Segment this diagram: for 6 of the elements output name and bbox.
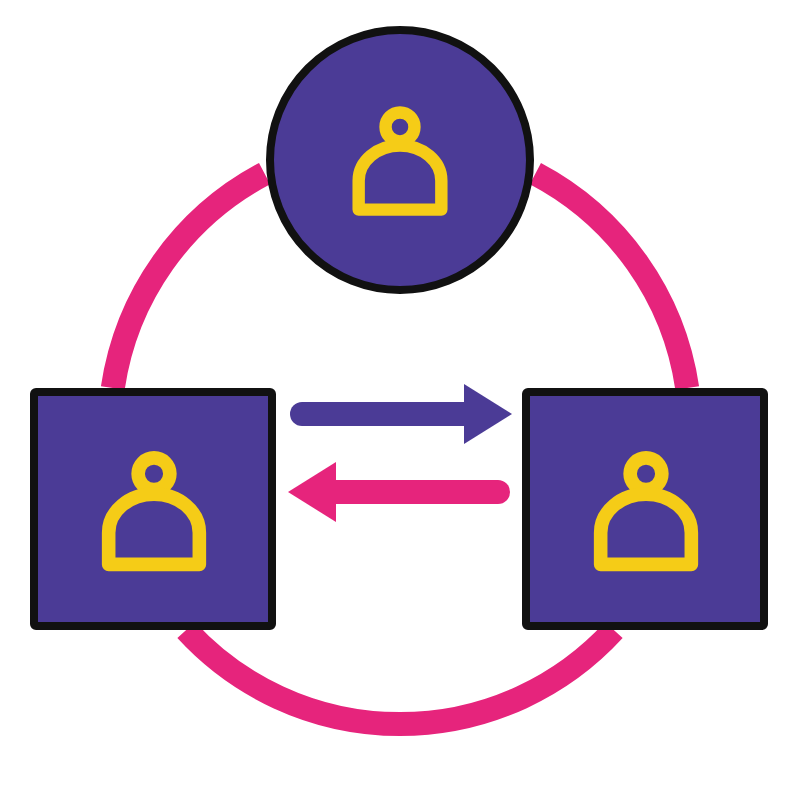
arrow [290,384,512,444]
arrow [288,462,510,522]
ring-segment [101,163,271,391]
user-square [522,388,768,630]
user-square [30,388,276,630]
ring-segment [529,163,699,391]
